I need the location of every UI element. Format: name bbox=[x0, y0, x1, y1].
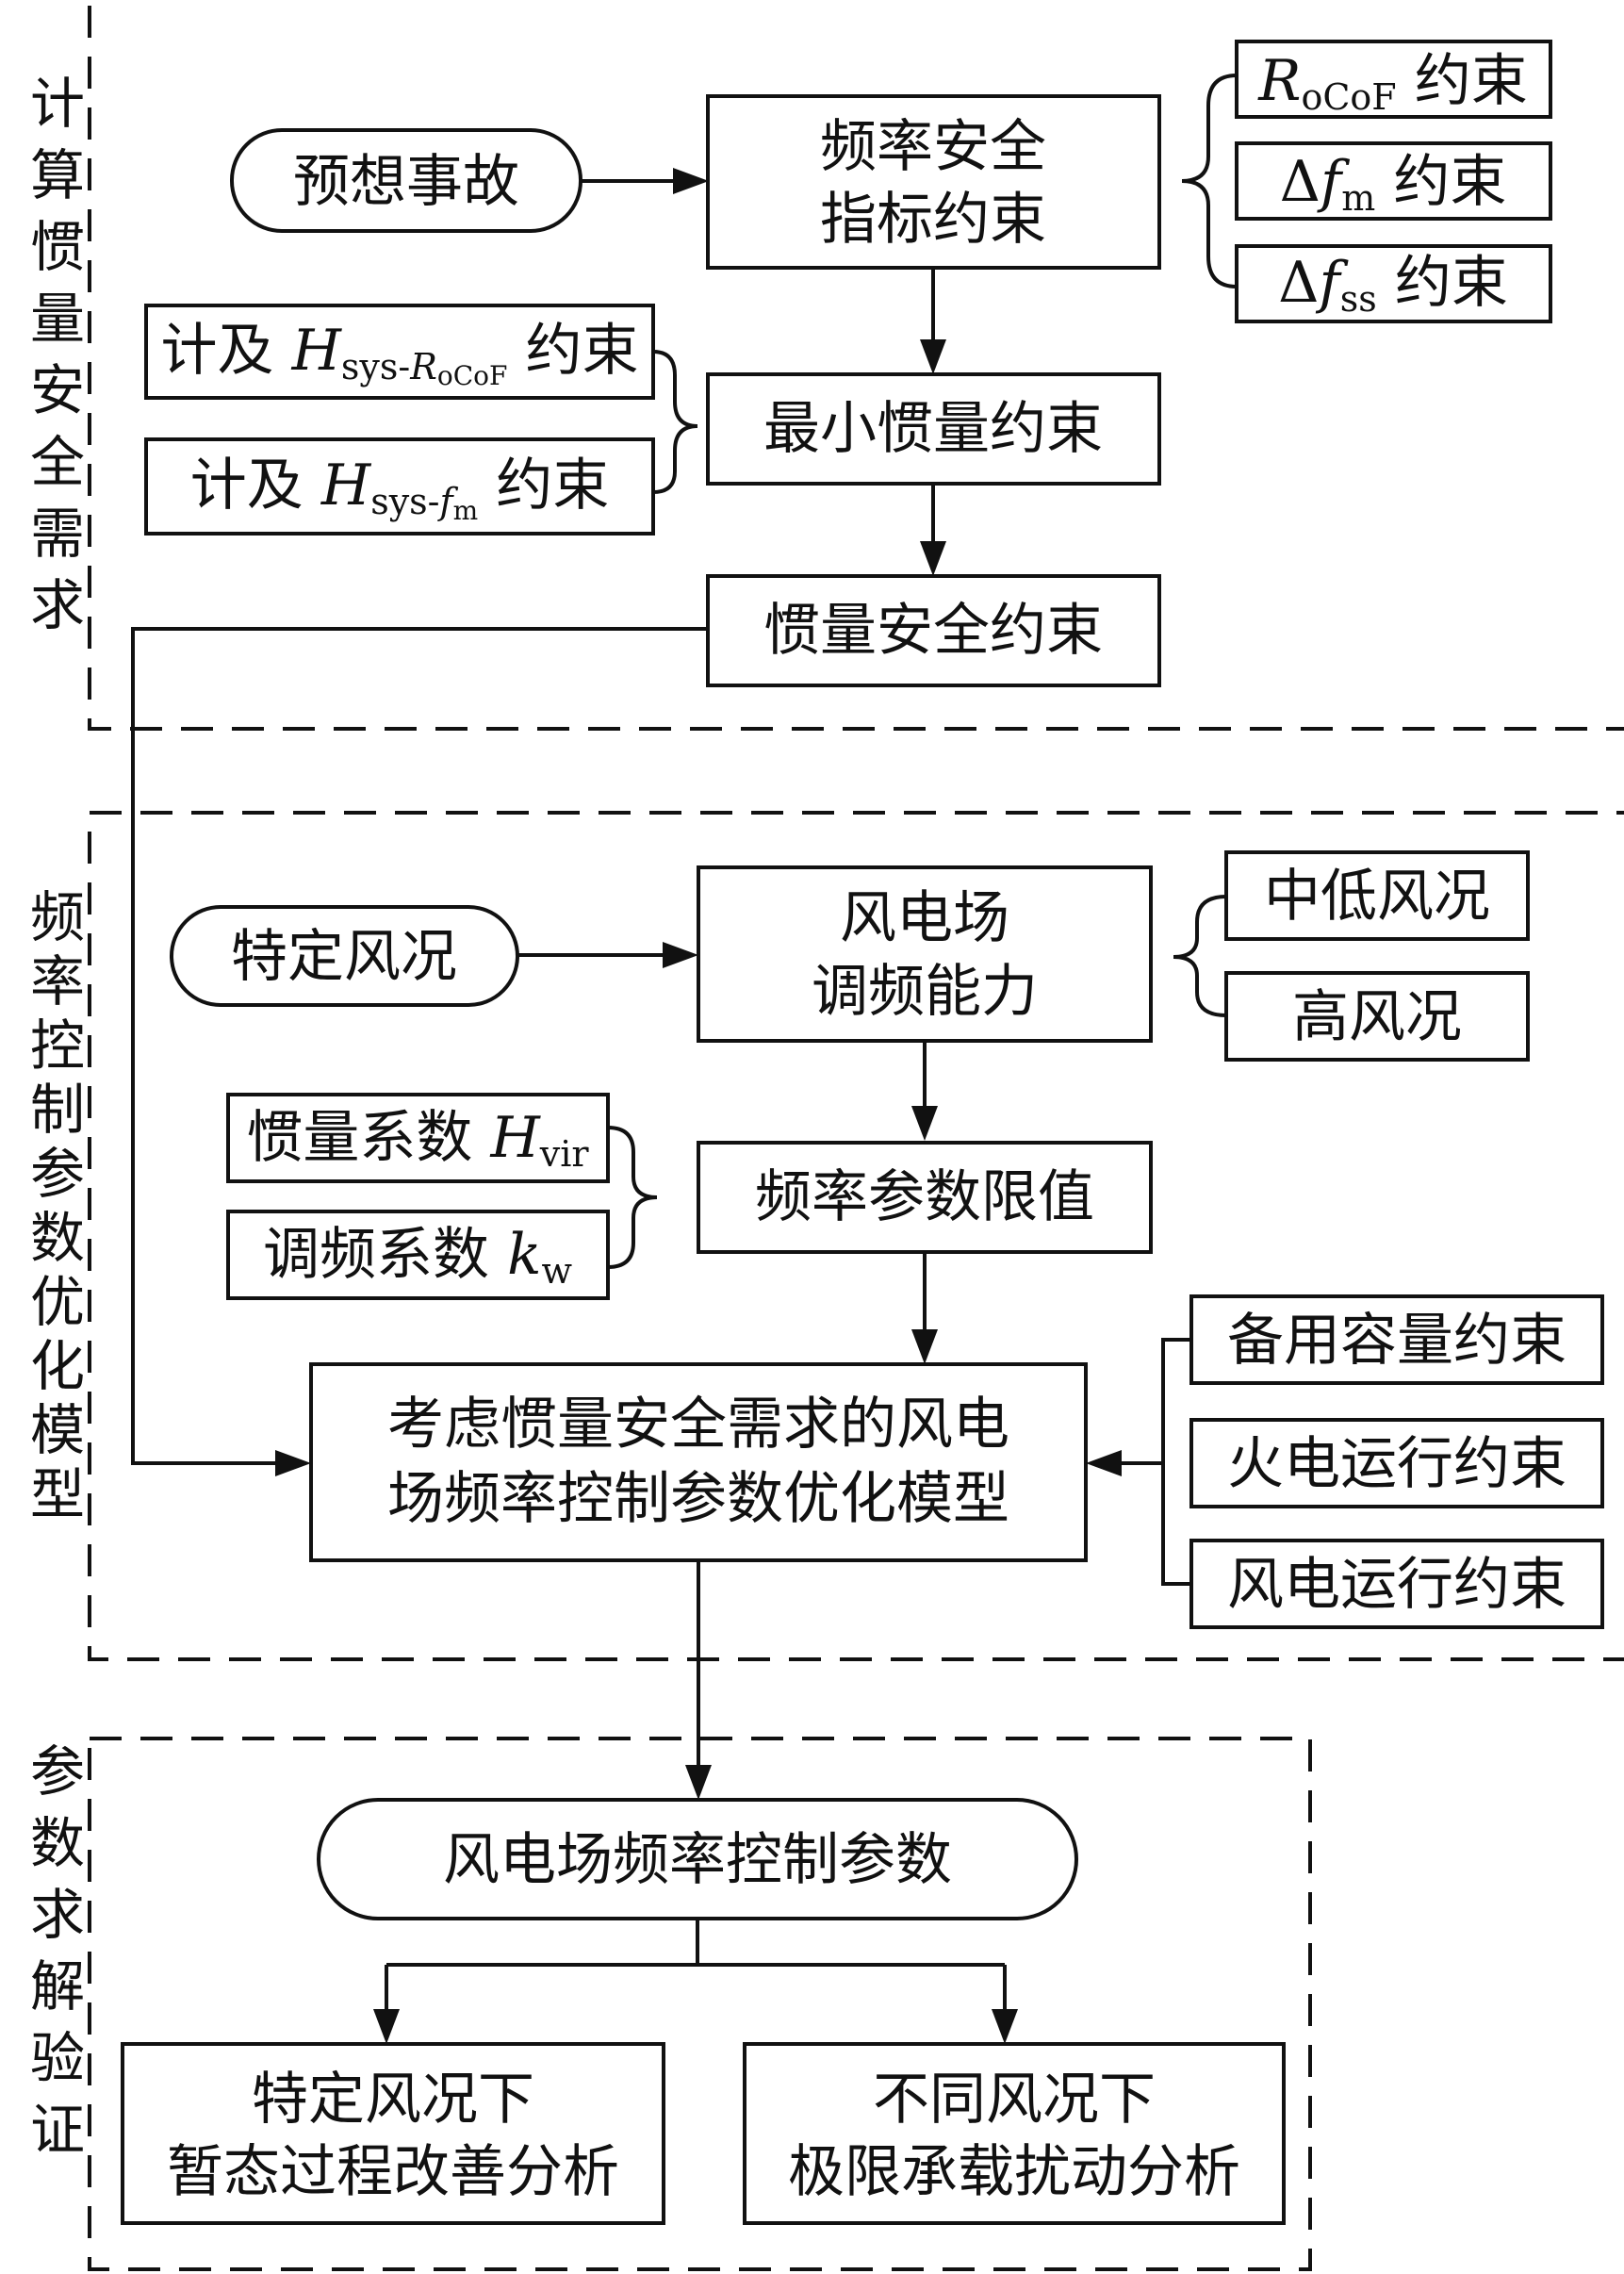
section-label-char: 求 bbox=[30, 573, 85, 637]
wind-op-constraint-box bbox=[1189, 1539, 1604, 1629]
section-label-char: 量 bbox=[30, 287, 85, 351]
section-label-char: 参 bbox=[30, 1739, 85, 1804]
brace-left bbox=[607, 1126, 658, 1269]
rocof-constraint-box bbox=[1235, 40, 1552, 119]
wind-capability-line2: 调频能力 bbox=[812, 959, 1038, 1025]
section-label-char: 验 bbox=[30, 2026, 85, 2090]
min-inertia-box bbox=[706, 372, 1161, 486]
limit-analysis-box bbox=[743, 2042, 1286, 2225]
inertia-security-box bbox=[706, 574, 1161, 687]
section-label-char: 参 bbox=[30, 1142, 85, 1206]
section-label-char: 需 bbox=[30, 502, 85, 566]
section-1-frame bbox=[88, 0, 1624, 731]
wind-op-constraint-label: 风电运行约束 bbox=[1227, 1552, 1567, 1618]
limit-line2: 极限承载扰动分析 bbox=[788, 2139, 1240, 2205]
h-rocof-label: 计及 Hsys-RoCoF 约束 bbox=[161, 318, 639, 391]
high-wind-box bbox=[1224, 971, 1530, 1062]
section-label-char: 模 bbox=[30, 1398, 85, 1462]
arrow-head bbox=[920, 339, 946, 374]
thermal-constraint-box bbox=[1189, 1418, 1604, 1508]
section-1-label: 计算惯量安全需求 bbox=[30, 72, 85, 637]
params-label: 风电场频率控制参数 bbox=[443, 1827, 952, 1893]
bracket-constraints bbox=[1161, 1338, 1191, 1586]
transient-line2: 暂态过程改善分析 bbox=[167, 2139, 619, 2205]
section-2-frame bbox=[88, 811, 1624, 1661]
section-label-char: 优 bbox=[30, 1270, 85, 1334]
wind-condition-label: 特定风况 bbox=[231, 924, 457, 990]
transient-analysis-box bbox=[121, 2042, 665, 2225]
contingency-label: 预想事故 bbox=[293, 149, 519, 215]
wind-capability-line1: 风电场 bbox=[840, 885, 1009, 951]
inertia-security-label: 惯量安全约束 bbox=[763, 598, 1103, 664]
mid-low-wind-label: 中低风况 bbox=[1264, 864, 1490, 930]
reg-coef-label: 调频系数 kw bbox=[263, 1222, 572, 1292]
section-label-char: 求 bbox=[30, 1883, 85, 1947]
section-label-char: 惯 bbox=[30, 215, 85, 279]
section-label-char: 数 bbox=[30, 1206, 85, 1270]
arrow-head bbox=[911, 1329, 938, 1364]
section-2-label: 频率控制参数优化模型 bbox=[30, 885, 85, 1526]
h-rocof-box bbox=[144, 304, 655, 400]
section-label-char: 化 bbox=[30, 1334, 85, 1398]
section-label-char: 制 bbox=[30, 1078, 85, 1142]
connector-split bbox=[385, 1919, 1007, 2018]
section-label-char: 全 bbox=[30, 430, 85, 494]
wind-capability-box bbox=[697, 865, 1153, 1043]
arrow-head bbox=[373, 2009, 400, 2044]
section-label-char: 算 bbox=[30, 143, 85, 207]
rocof-constraint-label: RoCoF 约束 bbox=[1257, 48, 1527, 118]
section-label-char: 控 bbox=[30, 1013, 85, 1078]
param-limits-label: 频率参数限值 bbox=[755, 1164, 1094, 1230]
arrow-head bbox=[1086, 1450, 1122, 1476]
high-wind-label: 高风况 bbox=[1292, 984, 1462, 1050]
thermal-constraint-label: 火电运行约束 bbox=[1227, 1431, 1567, 1497]
reserve-constraint-label: 备用容量约束 bbox=[1227, 1308, 1567, 1374]
dfss-constraint-box bbox=[1235, 244, 1552, 323]
section-3-frame bbox=[88, 1737, 1312, 2271]
min-inertia-label: 最小惯量约束 bbox=[763, 396, 1103, 462]
arrow-head bbox=[992, 2009, 1018, 2044]
section-label-char: 型 bbox=[30, 1462, 85, 1526]
reg-coef-box bbox=[226, 1210, 610, 1300]
section-label-char: 数 bbox=[30, 1811, 85, 1875]
brace-left bbox=[652, 350, 698, 494]
freq-security-line1: 频率安全 bbox=[820, 114, 1046, 180]
dfm-constraint-label: Δfm 约束 bbox=[1280, 149, 1507, 219]
mid-low-wind-box bbox=[1224, 850, 1530, 941]
arrow-head bbox=[920, 541, 946, 576]
section-label-char: 证 bbox=[30, 2098, 85, 2162]
h-fm-box bbox=[144, 437, 655, 536]
h-fm-label: 计及 Hsys-fm 约束 bbox=[190, 453, 609, 526]
inertia-coef-label: 惯量系数 Hvir bbox=[246, 1105, 589, 1175]
arrow-head bbox=[275, 1450, 311, 1476]
section-label-char: 安 bbox=[30, 358, 85, 422]
dfm-constraint-box bbox=[1235, 141, 1552, 221]
arrow-head bbox=[663, 942, 698, 968]
arrow-head bbox=[685, 1765, 712, 1800]
param-limits-box bbox=[697, 1141, 1153, 1254]
arrow-head bbox=[911, 1106, 938, 1141]
section-label-char: 频 bbox=[30, 885, 85, 949]
section-label-char: 率 bbox=[30, 949, 85, 1013]
reserve-constraint-box bbox=[1189, 1294, 1604, 1385]
dfss-constraint-label: Δfss 约束 bbox=[1278, 250, 1508, 320]
model-line1: 考虑惯量安全需求的风电 bbox=[387, 1392, 1009, 1458]
connector-inertia-to-model bbox=[131, 627, 708, 1465]
arrow-head bbox=[673, 168, 709, 194]
model-line2: 场频率控制参数优化模型 bbox=[387, 1466, 1009, 1532]
freq-security-line2: 指标约束 bbox=[820, 187, 1046, 253]
inertia-coef-box bbox=[226, 1093, 610, 1183]
limit-line1: 不同风况下 bbox=[873, 2067, 1156, 2133]
section-3-label: 参数求解验证 bbox=[30, 1739, 85, 2162]
section-label-char: 计 bbox=[30, 72, 85, 136]
brace-right bbox=[1173, 895, 1227, 1017]
brace-right bbox=[1181, 74, 1238, 288]
section-label-char: 解 bbox=[30, 1954, 85, 2019]
transient-line1: 特定风况下 bbox=[252, 2067, 534, 2133]
